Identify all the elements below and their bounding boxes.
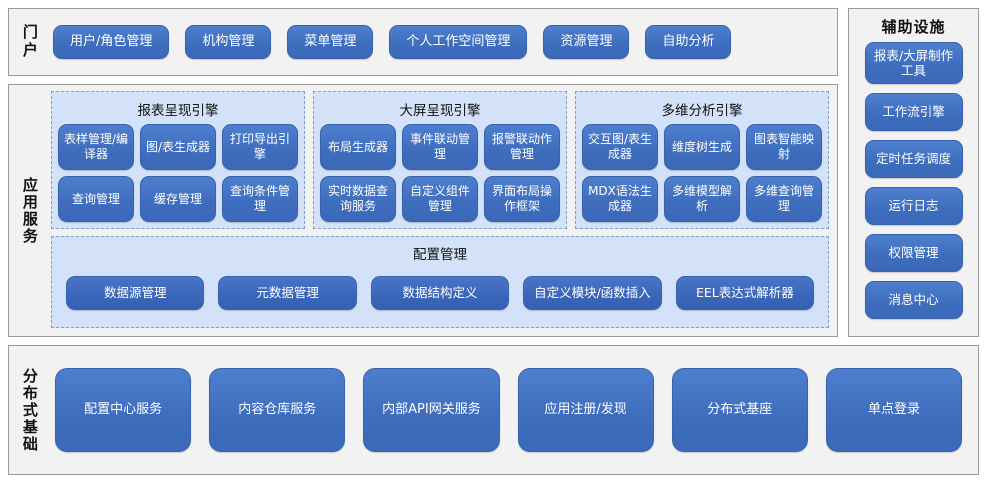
bigscreen-engine-title: 大屏呈现引擎 [399, 103, 481, 119]
bigscreen-engine-panel: 大屏呈现引擎 布局生成器 事件联动管理 报警联动作管理 实时数据查询服务 自定义… [313, 91, 567, 229]
report-engine-grid: 表样管理/编译器 图/表生成器 打印导出引擎 查询管理 缓存管理 查询条件管理 [58, 124, 298, 222]
distributed-base-label-text: 分布式基础 [20, 367, 39, 453]
base-item-app-registry[interactable]: 应用注册/发现 [517, 368, 654, 452]
bigscreen-engine-item-alarm-action[interactable]: 报警联动作管理 [484, 124, 560, 170]
multidim-engine-grid: 交互图/表生成器 维度树生成 图表智能映射 MDX语法生成器 多维模型解析 多维… [582, 124, 822, 222]
portal-item-resource[interactable]: 资源管理 [543, 25, 630, 59]
config-management-row: 数据源管理 元数据管理 数据结构定义 自定义模块/函数插入 EEL表达式解析器 [60, 269, 820, 319]
config-management-panel: 配置管理 数据源管理 元数据管理 数据结构定义 自定义模块/函数插入 EEL表达… [51, 236, 829, 328]
aux-facilities-section: 辅助设施 报表/大屏制作工具 工作流引擎 定时任务调度 运行日志 权限管理 消息… [848, 8, 979, 337]
portal-item-org[interactable]: 机构管理 [185, 25, 272, 59]
config-item-metadata[interactable]: 元数据管理 [218, 276, 357, 310]
portal-item-menu[interactable]: 菜单管理 [287, 25, 374, 59]
config-item-datasource[interactable]: 数据源管理 [66, 276, 205, 310]
engine-row: 报表呈现引擎 表样管理/编译器 图/表生成器 打印导出引擎 查询管理 缓存管理 … [51, 91, 829, 229]
portal-button-row: 用户/角色管理 机构管理 菜单管理 个人工作空间管理 资源管理 自助分析 [49, 9, 837, 75]
distributed-base-row: 配置中心服务 内容仓库服务 内部API网关服务 应用注册/发现 分布式基座 单点… [49, 346, 978, 474]
application-service-section: 应用服务 报表呈现引擎 表样管理/编译器 图/表生成器 打印导出引擎 查询管理 … [8, 84, 838, 337]
bigscreen-engine-item-layout-generator[interactable]: 布局生成器 [320, 124, 396, 170]
base-item-config-center[interactable]: 配置中心服务 [55, 368, 192, 452]
bigscreen-engine-item-ui-layout-framework[interactable]: 界面布局操作框架 [484, 176, 560, 222]
report-engine-item-query-condition[interactable]: 查询条件管理 [222, 176, 298, 222]
multidim-engine-item-query-manage[interactable]: 多维查询管理 [746, 176, 822, 222]
multidim-engine-panel: 多维分析引擎 交互图/表生成器 维度树生成 图表智能映射 MDX语法生成器 多维… [575, 91, 829, 229]
base-item-content-repo[interactable]: 内容仓库服务 [209, 368, 346, 452]
aux-item-workflow-engine[interactable]: 工作流引擎 [864, 93, 963, 131]
bigscreen-engine-item-event-linkage[interactable]: 事件联动管理 [402, 124, 478, 170]
application-service-body: 报表呈现引擎 表样管理/编译器 图/表生成器 打印导出引擎 查询管理 缓存管理 … [49, 85, 837, 336]
report-engine-title: 报表呈现引擎 [137, 103, 219, 119]
base-item-api-gateway[interactable]: 内部API网关服务 [363, 368, 500, 452]
portal-section: 门户 用户/角色管理 机构管理 菜单管理 个人工作空间管理 资源管理 自助分析 [8, 8, 838, 76]
multidim-engine-item-mdx-generator[interactable]: MDX语法生成器 [582, 176, 658, 222]
aux-item-permission[interactable]: 权限管理 [864, 234, 963, 272]
distributed-base-section: 分布式基础 配置中心服务 内容仓库服务 内部API网关服务 应用注册/发现 分布… [8, 345, 979, 475]
multidim-engine-item-smart-mapping[interactable]: 图表智能映射 [746, 124, 822, 170]
report-engine-panel: 报表呈现引擎 表样管理/编译器 图/表生成器 打印导出引擎 查询管理 缓存管理 … [51, 91, 305, 229]
portal-item-self-analysis[interactable]: 自助分析 [645, 25, 732, 59]
config-management-title: 配置管理 [413, 247, 467, 263]
aux-item-task-scheduler[interactable]: 定时任务调度 [864, 140, 963, 178]
aux-facilities-list: 报表/大屏制作工具 工作流引擎 定时任务调度 运行日志 权限管理 消息中心 [849, 42, 978, 325]
application-service-label-text: 应用服务 [20, 176, 39, 245]
aux-facilities-title: 辅助设施 [881, 18, 946, 36]
report-engine-item-query-manage[interactable]: 查询管理 [58, 176, 134, 222]
report-engine-item-chart-generator[interactable]: 图/表生成器 [140, 124, 216, 170]
multidim-engine-item-interactive-chart[interactable]: 交互图/表生成器 [582, 124, 658, 170]
base-item-sso[interactable]: 单点登录 [825, 368, 963, 452]
report-engine-item-template-compiler[interactable]: 表样管理/编译器 [58, 124, 134, 170]
config-item-data-structure[interactable]: 数据结构定义 [370, 276, 510, 310]
multidim-engine-item-dimension-tree[interactable]: 维度树生成 [664, 124, 740, 170]
aux-item-report-bigscreen-tool[interactable]: 报表/大屏制作工具 [864, 42, 963, 84]
report-engine-item-print-export[interactable]: 打印导出引擎 [222, 124, 298, 170]
report-engine-item-cache-manage[interactable]: 缓存管理 [140, 176, 216, 222]
portal-label-text: 门户 [20, 24, 39, 60]
bigscreen-engine-item-realtime-query[interactable]: 实时数据查询服务 [320, 176, 396, 222]
portal-section-label: 门户 [9, 9, 49, 75]
base-item-distributed-foundation[interactable]: 分布式基座 [671, 368, 808, 452]
portal-item-workspace[interactable]: 个人工作空间管理 [389, 25, 528, 59]
config-item-eel-parser[interactable]: EEL表达式解析器 [675, 276, 815, 310]
application-service-label: 应用服务 [9, 85, 49, 336]
bigscreen-engine-grid: 布局生成器 事件联动管理 报警联动作管理 实时数据查询服务 自定义组件管理 界面… [320, 124, 560, 222]
aux-item-runtime-log[interactable]: 运行日志 [864, 187, 963, 225]
config-item-custom-module[interactable]: 自定义模块/函数插入 [523, 276, 662, 310]
portal-item-user-role[interactable]: 用户/角色管理 [53, 25, 170, 59]
bigscreen-engine-item-custom-component[interactable]: 自定义组件管理 [402, 176, 478, 222]
multidim-engine-item-model-parse[interactable]: 多维模型解析 [664, 176, 740, 222]
distributed-base-label: 分布式基础 [9, 346, 49, 474]
multidim-engine-title: 多维分析引擎 [661, 103, 743, 119]
aux-item-message-center[interactable]: 消息中心 [864, 281, 963, 319]
